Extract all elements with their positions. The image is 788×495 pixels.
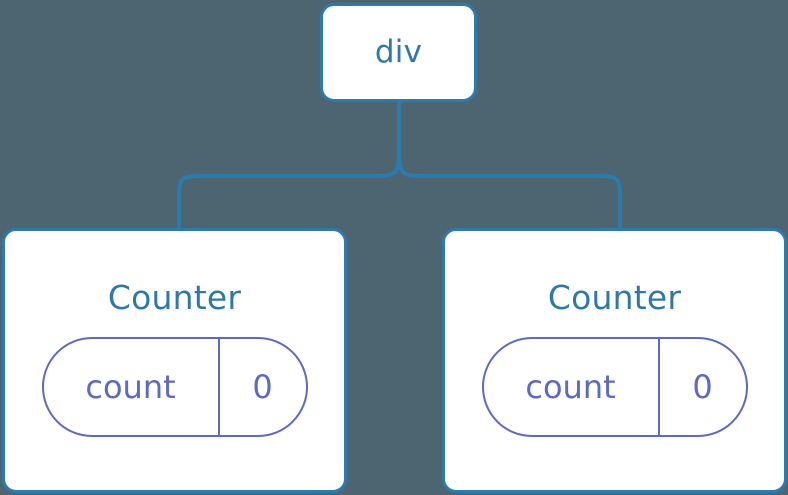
node-counter-1-label: Counter	[107, 278, 242, 317]
node-div[interactable]: div	[320, 3, 477, 102]
state-pill-value-label-2: 0	[692, 368, 713, 406]
state-pill-key-label-1: count	[85, 368, 176, 406]
node-counter-2[interactable]: Counter count 0	[442, 228, 787, 493]
state-pill-count-2[interactable]: count 0	[481, 337, 748, 437]
state-pill-count-1[interactable]: count 0	[41, 337, 308, 437]
node-counter-2-label: Counter	[547, 278, 682, 317]
connector-branch-left	[177, 150, 401, 230]
state-pill-value-1: 0	[220, 339, 306, 435]
state-pill-key-2: count	[484, 339, 660, 435]
state-pill-key-label-2: count	[525, 368, 616, 406]
state-pill-key-1: count	[44, 339, 220, 435]
state-pill-value-label-1: 0	[252, 368, 273, 406]
connector-branch-right	[397, 150, 622, 230]
node-div-label: div	[374, 34, 423, 70]
state-pill-value-2: 0	[660, 339, 746, 435]
node-counter-1[interactable]: Counter count 0	[2, 228, 347, 493]
